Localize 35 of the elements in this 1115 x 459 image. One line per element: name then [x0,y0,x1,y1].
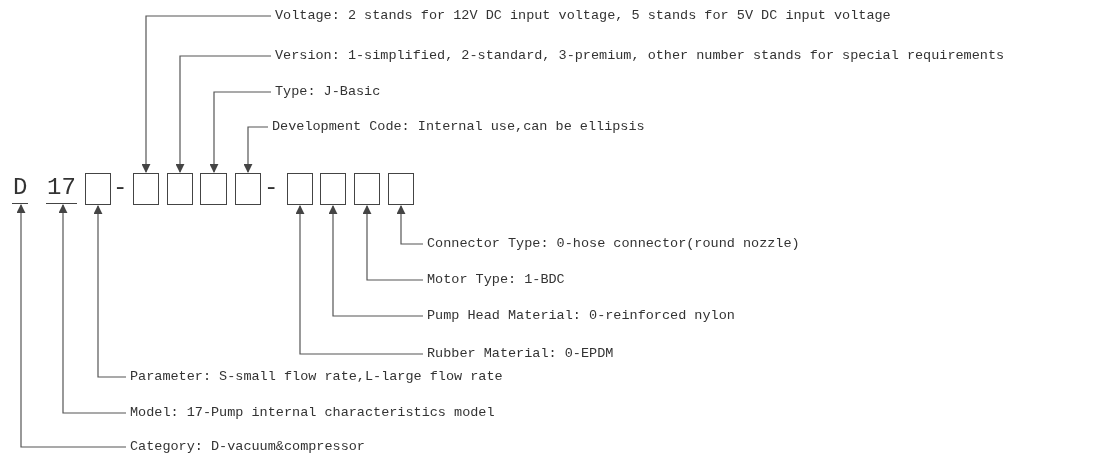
field-description: Category: D-vacuum&compressor [130,439,365,455]
field-description: Development Code: Internal use,can be ellipsis [272,119,645,135]
code-slot-box [133,173,159,205]
leader-arrow [93,205,127,378]
leader-arrow [362,205,424,281]
leader-arrow [209,91,272,173]
code-slot-box [167,173,193,205]
code-slot-box [354,173,380,205]
leader-arrow [58,204,127,414]
leader-arrow [175,55,272,173]
code-letter: D [12,173,29,204]
code-slot-box [388,173,414,205]
field-description: Type: J-Basic [275,84,381,100]
field-description: Rubber Material: 0-EPDM [427,346,614,362]
leader-arrow [141,15,272,173]
code-slot-box [287,173,313,205]
leader-arrow [295,205,424,355]
leader-arrow [328,205,424,317]
leader-arrow [396,205,424,245]
separator-dash: - [264,173,279,203]
field-description: Parameter: S-small flow rate,L-large flow rate [130,369,503,385]
code-slot-box [235,173,261,205]
leader-arrow [16,204,127,448]
field-description: Model: 17-Pump internal characteristics model [130,405,495,421]
code-slot-box [85,173,111,205]
field-description: Connector Type: 0-hose connector(round nozzle) [427,236,800,252]
separator-dash: - [113,173,128,203]
field-description: Pump Head Material: 0-reinforced nylon [427,308,735,324]
code-slot-box [320,173,346,205]
leader-arrow [243,126,269,173]
field-description: Voltage: 2 stands for 12V DC input voltage, 5 stands for 5V DC input voltage [275,8,891,24]
field-description: Version: 1-simplified, 2-standard, 3-premium, other number stands for special requirements [275,48,1005,64]
code-letter: 17 [46,173,77,204]
code-slot-box [200,173,227,205]
field-description: Motor Type: 1-BDC [427,272,565,288]
